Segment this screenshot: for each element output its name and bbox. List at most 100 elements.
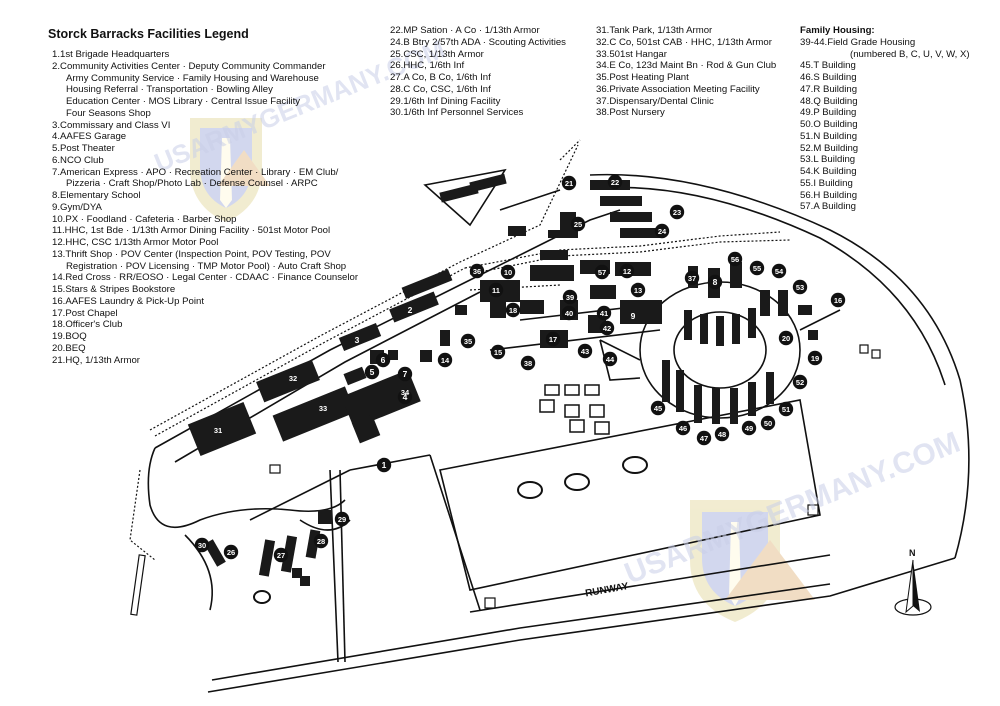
legend-item: 20. BEQ bbox=[52, 343, 358, 355]
legend-item-text: BOQ bbox=[65, 331, 87, 342]
marker-label: 38 bbox=[524, 359, 532, 368]
marker-label: 3 bbox=[355, 335, 360, 345]
legend-item-number: 30. bbox=[390, 107, 404, 119]
legend-item-number: 14. bbox=[52, 272, 66, 284]
facility-marker-55: 55 bbox=[749, 260, 765, 276]
facility-marker-51: 51 bbox=[778, 401, 794, 417]
legend-item: 4. AAFES Garage bbox=[52, 131, 358, 143]
marker-label: 22 bbox=[611, 178, 619, 187]
legend-item-number: 35. bbox=[596, 72, 610, 83]
legend-item: 12. HHC, CSC 1/13th Armor Motor Pool bbox=[52, 237, 358, 249]
marker-label: 6 bbox=[381, 355, 386, 365]
legend-item-number: 17. bbox=[52, 307, 66, 319]
legend-item-text: R Building bbox=[813, 83, 858, 95]
legend-item-number: 22. bbox=[390, 25, 404, 36]
facility-marker-9: 9 bbox=[631, 311, 636, 321]
legend-item-number: 24. bbox=[390, 36, 404, 48]
legend-item: 39-44. Field Grade Housing bbox=[800, 37, 970, 49]
legend-item-text: T Building bbox=[813, 60, 856, 72]
legend-item-number: 26. bbox=[390, 60, 404, 72]
facility-marker-41: 41 bbox=[596, 305, 612, 321]
legend-item-number: 46. bbox=[800, 72, 814, 83]
legend-item-text: American Express · APO · Recreation Cent… bbox=[60, 166, 339, 178]
legend-item-number: 52. bbox=[800, 142, 814, 154]
facility-marker-52: 52 bbox=[792, 374, 808, 390]
marker-circle bbox=[376, 457, 392, 473]
legend-item-text: Housing Referral · Transportation · Bowl… bbox=[66, 84, 273, 96]
marker-label: 57 bbox=[598, 268, 606, 277]
legend-item-number: 9. bbox=[52, 201, 61, 213]
facility-marker-45: 45 bbox=[650, 400, 666, 416]
legend-item-number: 56. bbox=[800, 189, 814, 201]
legend-item: 24. B Btry 2/57th ADA · Scouting Activit… bbox=[390, 37, 566, 49]
marker-label: 17 bbox=[549, 335, 557, 344]
marker-circle bbox=[500, 264, 516, 280]
marker-circle bbox=[577, 343, 593, 359]
legend-item-number: 5. bbox=[52, 143, 61, 154]
marker-label: 9 bbox=[631, 311, 636, 321]
legend-item-number: 2. bbox=[52, 60, 61, 72]
legend-item-number: 31. bbox=[596, 25, 610, 36]
marker-label: 26 bbox=[227, 548, 235, 557]
facility-marker-38: 38 bbox=[520, 355, 536, 371]
legend-item-text: I Building bbox=[813, 177, 853, 189]
legend-item-text: P Building bbox=[813, 107, 857, 119]
marker-circle bbox=[397, 366, 413, 382]
legend-family-housing: Family Housing: 39-44. Field Grade Housi… bbox=[800, 25, 970, 213]
marker-label: 14 bbox=[441, 356, 450, 365]
facility-marker-47: 47 bbox=[696, 430, 712, 446]
marker-label: 13 bbox=[634, 286, 642, 295]
legend-item-text: O Building bbox=[813, 119, 858, 130]
runway-label: RUNWAY bbox=[585, 581, 630, 599]
legend-item: Registration · POV Licensing · TMP Motor… bbox=[52, 261, 358, 273]
marker-label: 10 bbox=[504, 268, 512, 277]
marker-label: 27 bbox=[277, 551, 285, 560]
legend-item-text: HHC, 1st Bde · 1/13th Armor Dining Facil… bbox=[64, 225, 331, 237]
marker-label: 1 bbox=[382, 460, 387, 470]
facility-marker-2: 2 bbox=[408, 305, 413, 315]
legend-item-text: MP Sation · A Co · 1/13th Armor bbox=[403, 25, 540, 36]
marker-circle bbox=[707, 274, 723, 290]
marker-label: 45 bbox=[654, 404, 662, 413]
marker-circle bbox=[654, 223, 670, 239]
marker-circle bbox=[313, 533, 329, 549]
legend-item-number: 34. bbox=[596, 60, 610, 72]
facility-marker-40: 40 bbox=[561, 305, 577, 321]
legend-item: 28. C Co, CSC, 1/6th Inf bbox=[390, 84, 566, 96]
facility-marker-49: 49 bbox=[741, 420, 757, 436]
marker-circle bbox=[807, 350, 823, 366]
legend-item: 45. T Building bbox=[800, 60, 970, 72]
legend-item-number: 8. bbox=[52, 190, 61, 201]
facility-marker-53: 53 bbox=[792, 279, 808, 295]
legend-item-text: 501st Hangar bbox=[609, 48, 667, 60]
legend-item-text: Community Activities Center · Deputy Com… bbox=[60, 60, 326, 72]
marker-label: 29 bbox=[338, 515, 346, 524]
legend-item-number: 55. bbox=[800, 177, 814, 189]
marker-label: 53 bbox=[796, 283, 804, 292]
marker-label: 54 bbox=[775, 267, 784, 276]
legend-item: 22. MP Sation · A Co · 1/13th Armor bbox=[390, 25, 566, 37]
legend-item-text: (numbered B, C, U, V, W, X) bbox=[850, 48, 970, 60]
legend-item: 9. Gym/DYA bbox=[52, 202, 358, 214]
marker-circle bbox=[684, 270, 700, 286]
marker-circle bbox=[727, 251, 743, 267]
facility-marker-19: 19 bbox=[807, 350, 823, 366]
marker-label: 50 bbox=[764, 419, 772, 428]
facility-marker-12: 12 bbox=[619, 263, 635, 279]
legend-item: 13. Thrift Shop · POV Center (Inspection… bbox=[52, 249, 358, 261]
marker-circle bbox=[778, 401, 794, 417]
marker-label: 36 bbox=[473, 267, 481, 276]
marker-circle bbox=[594, 264, 610, 280]
legend-item-text: L Building bbox=[813, 154, 856, 166]
legend-item-text: Stars & Stripes Bookstore bbox=[65, 284, 176, 295]
facility-marker-24: 24 bbox=[654, 223, 670, 239]
marker-circle bbox=[741, 420, 757, 436]
marker-circle bbox=[545, 331, 561, 347]
legend-item-number: 21. bbox=[52, 354, 66, 366]
marker-label: 16 bbox=[834, 296, 842, 305]
marker-circle bbox=[607, 174, 623, 190]
legend-item-text: Thrift Shop · POV Center (Inspection Poi… bbox=[65, 248, 331, 260]
legend-item-text: Private Association Meeting Facility bbox=[609, 83, 760, 95]
